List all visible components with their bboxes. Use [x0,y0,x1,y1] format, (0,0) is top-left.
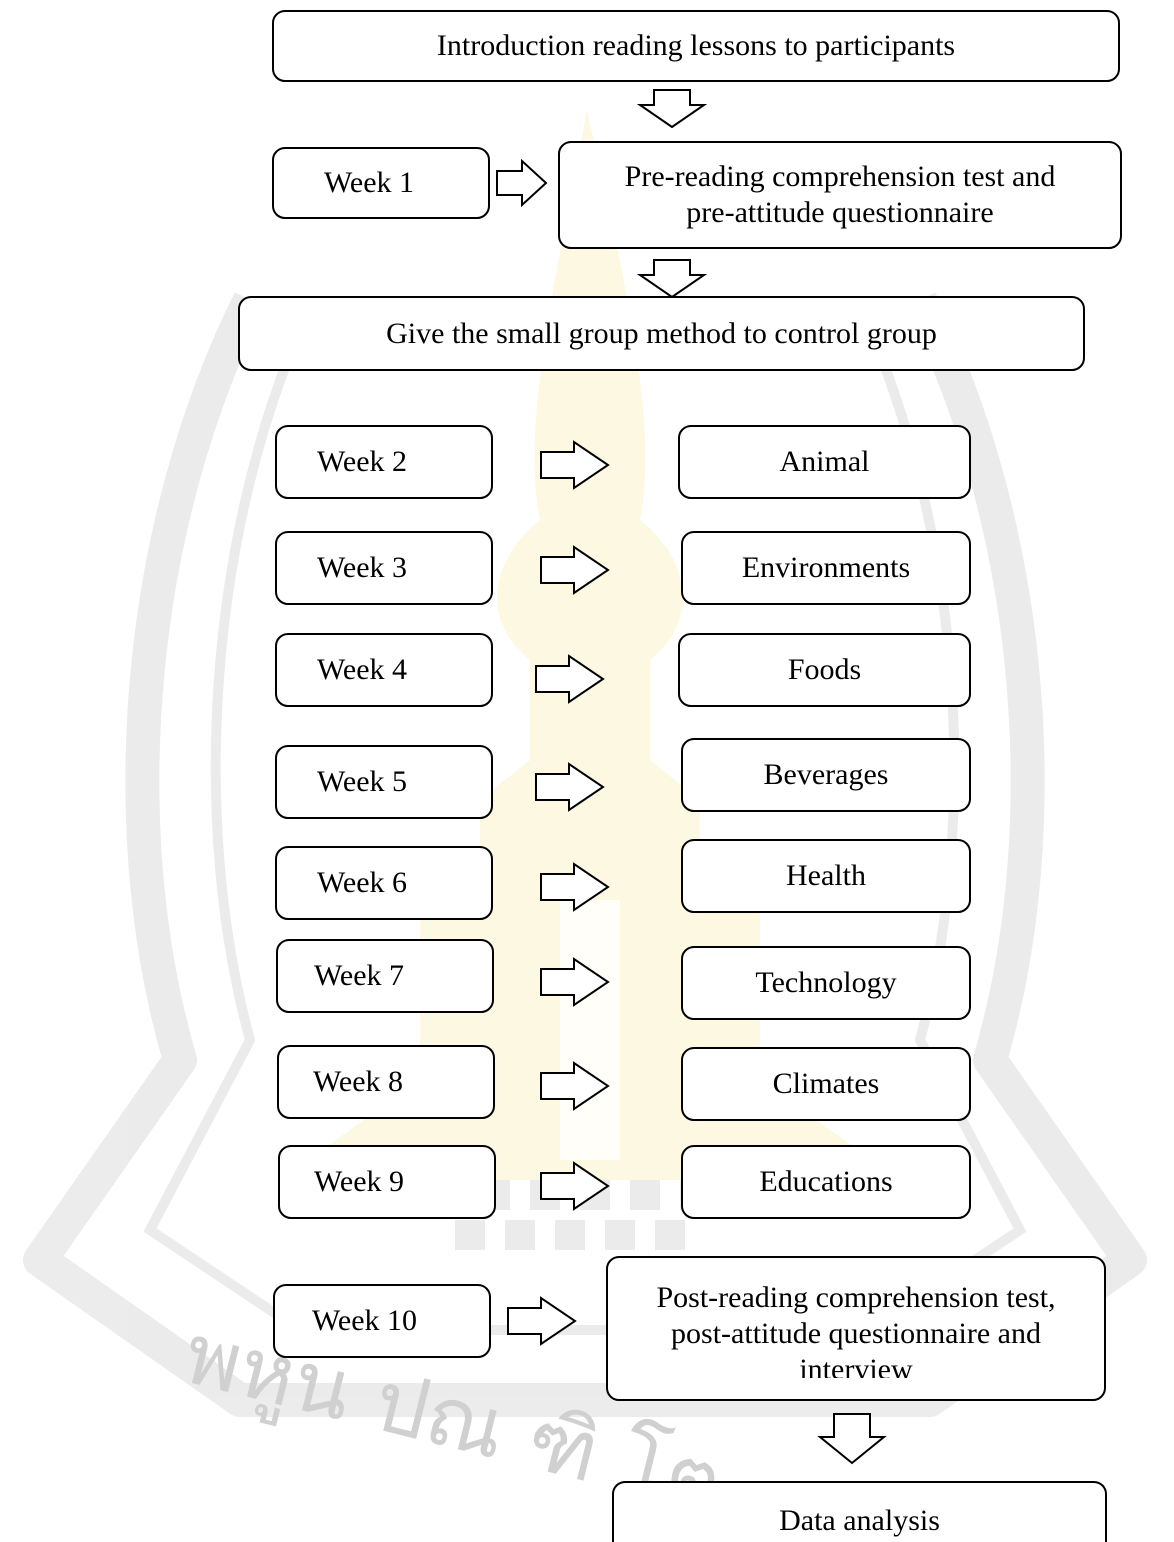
post-test-step: Post-reading comprehension test, post-at… [606,1256,1106,1401]
week-3-label: Week 3 [317,551,408,584]
topic-box-week-9: Educations [681,1145,971,1219]
week-2-box: Week 2 [275,425,493,499]
data-analysis-text: Data analysis [779,1504,940,1537]
week-7-box: Week 7 [276,939,494,1013]
control-method-text: Give the small group method to control g… [386,316,937,350]
topic-box-week-4: Foods [678,633,971,707]
week-10-label: Week 10 [312,1304,418,1337]
right-arrow-week-6 [540,862,610,912]
intro-step: Introduction reading lessons to particip… [272,10,1120,82]
right-arrow-week-1 [496,158,548,208]
week-7-label: Week 7 [314,959,405,992]
right-arrow-week-4 [535,654,605,704]
topic-box-week-3: Environments [681,531,971,605]
week-10-box: Week 10 [273,1284,491,1358]
pre-test-text: Pre-reading comprehension test and pre-a… [624,160,1056,229]
right-arrow-week-8 [540,1061,610,1111]
topic-week-5: Beverages [763,758,889,791]
topic-week-6: Health [786,859,866,892]
topic-box-week-8: Climates [681,1047,971,1121]
right-arrow-week-7 [540,957,610,1007]
week-8-label: Week 8 [313,1065,404,1098]
right-arrow-week-5 [535,762,605,812]
week-5-box: Week 5 [275,745,493,819]
topic-box-week-2: Animal [678,425,971,499]
right-arrow-week-9 [540,1161,610,1211]
week-1-box: Week 1 [272,147,490,219]
week-3-box: Week 3 [275,531,493,605]
topic-box-week-5: Beverages [681,738,971,812]
topic-week-2: Animal [779,445,870,478]
week-4-label: Week 4 [317,653,408,686]
week-1-label: Week 1 [324,166,415,199]
post-test-text: Post-reading comprehension test, post-at… [656,1281,1056,1378]
week-4-box: Week 4 [275,633,493,707]
week-9-label: Week 9 [314,1165,405,1198]
pre-test-step: Pre-reading comprehension test and pre-a… [558,141,1122,249]
week-2-label: Week 2 [317,445,408,478]
week-6-label: Week 6 [317,866,408,899]
week-9-box: Week 9 [278,1145,496,1219]
data-analysis-step: Data analysis [612,1481,1107,1542]
topic-week-3: Environments [741,551,911,584]
topic-week-8: Climates [772,1067,880,1100]
intro-step-text: Introduction reading lessons to particip… [436,29,956,62]
topic-week-4: Foods [787,653,862,686]
right-arrow-week-10 [507,1296,577,1346]
week-8-box: Week 8 [277,1045,495,1119]
down-arrow-3 [817,1413,887,1465]
topic-box-week-6: Health [681,839,971,913]
down-arrow-1 [636,89,708,129]
right-arrow-week-2 [540,440,610,490]
down-arrow-2 [636,259,708,299]
right-arrow-week-3 [540,545,610,595]
topic-week-9: Educations [759,1165,893,1198]
topic-week-7: Technology [755,966,897,999]
topic-box-week-7: Technology [681,946,971,1020]
week-5-label: Week 5 [317,765,408,798]
control-method-step: Give the small group method to control g… [238,296,1085,371]
week-6-box: Week 6 [275,846,493,920]
